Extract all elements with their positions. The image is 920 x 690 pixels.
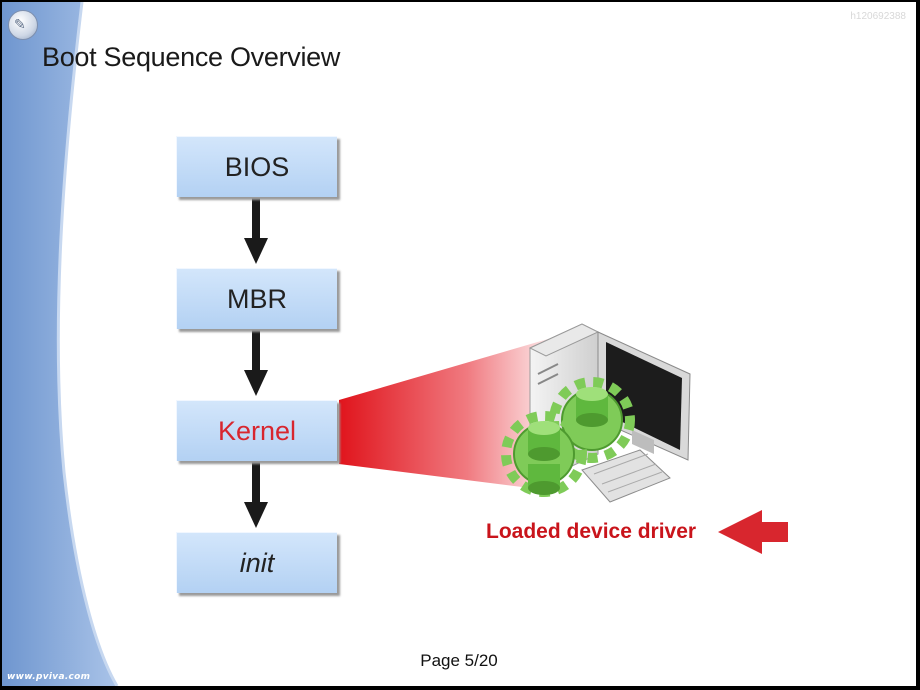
step-kernel-label: Kernel [217, 415, 297, 446]
step-init-label: init [239, 547, 275, 578]
page-number: Page 5/20 [420, 651, 498, 670]
flow-arrow-2 [244, 330, 268, 396]
tool-logo-icon: ✎ [8, 10, 38, 40]
computer-with-gears-icon [501, 323, 691, 503]
callout-label: Loaded device driver [486, 520, 697, 543]
step-bios: BIOS [176, 136, 337, 197]
callout-arrow-icon [718, 510, 788, 554]
step-bios-label: BIOS [224, 151, 290, 182]
site-url: www.pviva.com [7, 672, 91, 682]
watermark: h120692388 [850, 11, 906, 22]
flow-arrow-1 [244, 198, 268, 264]
slide-title: Boot Sequence Overview [42, 42, 341, 72]
side-band [2, 2, 119, 686]
flow-arrow-3 [244, 462, 268, 528]
step-init: init [176, 532, 337, 593]
step-mbr-label: MBR [227, 283, 287, 314]
step-kernel: Kernel [176, 400, 337, 461]
step-mbr: MBR [176, 268, 337, 329]
